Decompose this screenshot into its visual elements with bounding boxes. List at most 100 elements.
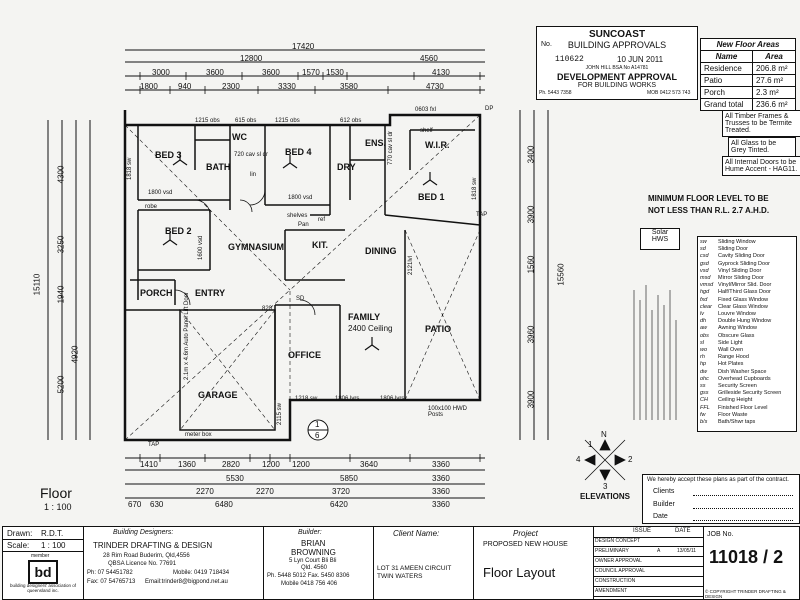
legend-desc: Finished Floor Level (718, 404, 768, 411)
dim-top-r3-2: 940 (178, 82, 192, 91)
area-name: Grand total (700, 98, 753, 111)
legend-abbr: csd (700, 253, 709, 260)
legend-abbr: dw (700, 368, 708, 375)
area-value: 206.8 m² (751, 62, 797, 75)
rotated-notes-block (630, 280, 685, 430)
revision-name: DESIGN CONCEPT (595, 538, 641, 544)
note-dp: DP (485, 106, 494, 112)
area-value: 236.6 m² (751, 98, 797, 111)
legend-abbr: b/s (700, 419, 708, 426)
dim-right-4: 3900 (526, 390, 536, 409)
stamp-sig1: JOHN HILL BSA No A14781 (585, 65, 649, 71)
note-sd: SD (296, 296, 305, 302)
note-doors: All Internal Doors to be Hume Accent - H… (722, 156, 800, 176)
area-value: 2.3 m² (751, 86, 797, 99)
solar-line2: HWS (651, 236, 669, 243)
area-name: Porch (700, 86, 753, 99)
tb-designer-mob: Mobile: 0419 718434 (173, 570, 230, 576)
revision-date: 13/05/11 (677, 548, 697, 554)
legend-abbr: ss (700, 383, 706, 390)
dim-bottom-r2-7: 3360 (432, 474, 450, 483)
room-family: FAMILY (348, 312, 381, 322)
dim-top-r3-6: 3330 (278, 82, 296, 91)
tb-project-label: Project (513, 529, 538, 538)
dim-left-3: 4920 (70, 345, 80, 364)
legend-abbr: hgd (700, 289, 710, 296)
tb-designer-cell: Building Designers: TRINDER DRAFTING & D… (83, 527, 264, 599)
min-floor-line2: NOT LESS THAN R.L. 2.7 A.H.D. (648, 206, 770, 215)
table-row: CONSTRUCTION (593, 577, 703, 587)
tb-builder-addr1: 5 Lyn Court Bli Bli (289, 558, 337, 564)
dim-right-2: 1560 (526, 255, 536, 274)
compass-north: N (601, 430, 607, 439)
dim-segment-b: 4560 (420, 54, 438, 63)
section-marker-bottom: 6 (315, 431, 320, 440)
revision-date (675, 587, 677, 596)
note-d820: 820 (262, 306, 273, 312)
legend-abbr: rh (700, 354, 705, 361)
legend-abbr: msd (700, 275, 711, 282)
tb-designers-label: Building Designers: (113, 529, 174, 536)
room-ens: ENS. (365, 138, 387, 148)
dim-top-r2-6: 1570 (302, 68, 320, 77)
dim-bottom-r4-1: 630 (150, 500, 164, 509)
tb-member-label: member (31, 553, 50, 559)
revision-date (675, 537, 677, 546)
revision-issue (655, 537, 675, 546)
room-bed4: BED 4 (285, 147, 312, 157)
note-fixed: 0603 fxl (415, 107, 437, 113)
stamp-org2: BUILDING APPROVALS (567, 40, 667, 50)
note-obs3: 1215 obs (275, 118, 300, 124)
compass-label-3: 1 (588, 440, 593, 449)
table-row: AMENDMENT (593, 587, 703, 597)
area-value: 27.6 m² (751, 74, 797, 87)
legend-desc: Hot Plates (718, 361, 744, 368)
legend-abbr: FFL (700, 404, 710, 411)
legend-abbr: CH (700, 397, 708, 404)
revision-issue (655, 557, 675, 566)
note-cav2: 770 cav sl dr (388, 130, 394, 165)
dim-bottom-r4-2: 6480 (215, 500, 233, 509)
legend-abbr: sd (700, 246, 706, 253)
dim-bottom-r4-3: 6420 (330, 500, 348, 509)
dim-bottom-r1-4: 2820 (222, 460, 240, 469)
note-obs2: 615 obs (235, 118, 257, 124)
room-kit: KIT. (312, 240, 329, 250)
legend-desc: Sliding Window (718, 239, 756, 245)
stamp-approval1: DEVELOPMENT APPROVAL (556, 72, 677, 82)
dim-bottom-r1-6: 1200 (262, 460, 280, 469)
dim-left-1: 3250 (56, 235, 66, 254)
legend-desc: Overhead Cupboards (718, 375, 771, 382)
room-bed3: BED 3 (155, 150, 182, 160)
legend-desc: Fixed Glass Window (718, 296, 769, 303)
dim-bottom-r2-3: 5530 (226, 474, 244, 483)
room-garage: GARAGE (198, 390, 238, 400)
tb-date-label: DATE (675, 528, 691, 534)
stamp-date: 10 JUN 2011 (617, 55, 664, 64)
room-pan: Pan (298, 222, 309, 228)
dim-top-r3-4: 2300 (222, 82, 240, 91)
note-termite: All Timber Frames & Trusses to be Termit… (722, 110, 800, 137)
note-vsd1: 1800 vsd (148, 190, 173, 196)
list-item: FFL Finished Floor Level (700, 405, 794, 412)
legend-desc: Double Hung Window (718, 318, 772, 325)
tb-project-name: PROPOSED NEW HOUSE (483, 541, 568, 548)
dim-bottom-r1-10: 3640 (360, 460, 378, 469)
legend-desc: Range Hood (718, 354, 749, 361)
legend-abbr: obs (700, 332, 709, 339)
dim-bottom-r3-5: 2270 (256, 487, 274, 496)
legend-desc: Floor Waste (718, 411, 748, 418)
floor-scale: 1 : 100 (44, 502, 72, 512)
legend-desc: Vinyl Sliding Door (718, 267, 762, 274)
dim-top-r2-8: 1530 (326, 68, 344, 77)
room-bed1: BED 1 (418, 192, 445, 202)
